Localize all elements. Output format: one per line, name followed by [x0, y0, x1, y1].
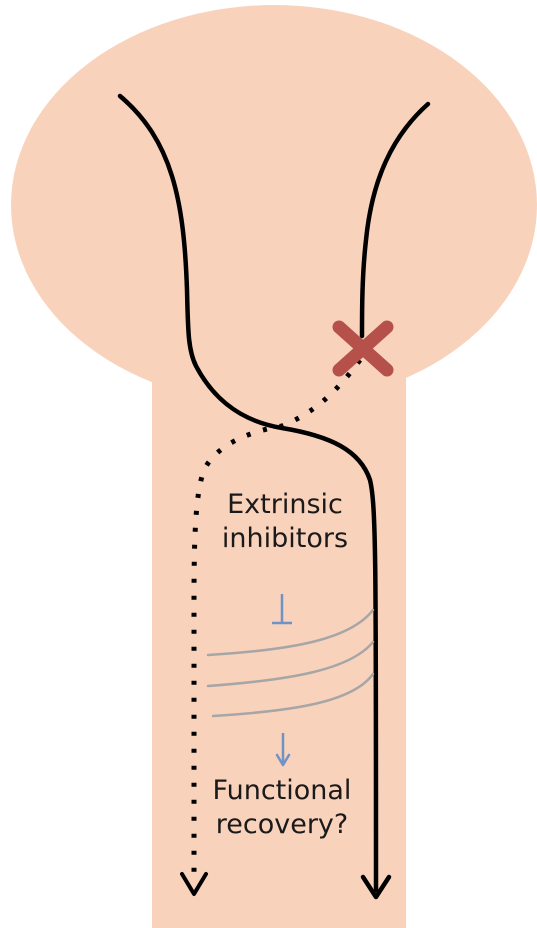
extrinsic-inhibitors-label: Extrinsic inhibitors [200, 488, 370, 556]
inhibitors-line-1: Extrinsic [200, 488, 370, 522]
brain-region [11, 5, 537, 405]
inhibitors-line-2: inhibitors [200, 522, 370, 556]
functional-recovery-label: Functional recovery? [192, 774, 372, 842]
recovery-line-1: Functional [192, 774, 372, 808]
recovery-line-2: recovery? [192, 808, 372, 842]
